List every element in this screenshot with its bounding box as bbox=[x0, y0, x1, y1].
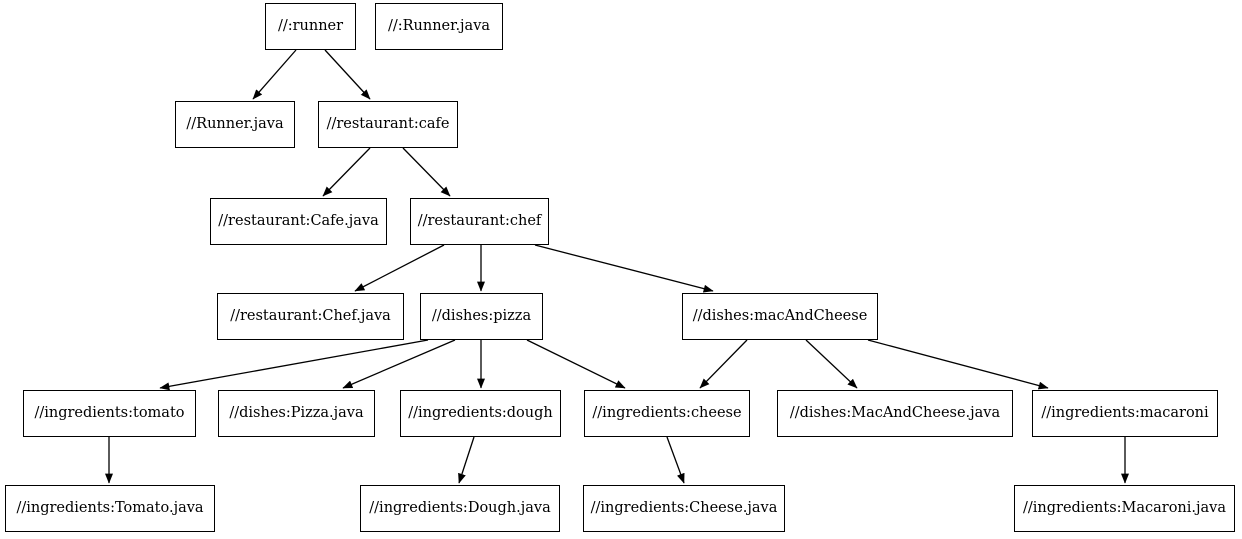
graph-node-label: //ingredients:dough bbox=[408, 405, 553, 422]
graph-node-label: //ingredients:Macaroni.java bbox=[1022, 500, 1226, 517]
graph-node-ingredients_tomato_java[interactable]: //ingredients:Tomato.java bbox=[5, 485, 215, 532]
graph-node-label: //ingredients:Cheese.java bbox=[590, 500, 778, 517]
graph-node-runner[interactable]: //:runner bbox=[265, 3, 356, 50]
graph-node-label: //restaurant:Cafe.java bbox=[218, 213, 379, 230]
graph-node-label: //dishes:macAndCheese bbox=[692, 308, 868, 325]
graph-node-dishes_macandcheese[interactable]: //dishes:macAndCheese bbox=[682, 293, 878, 340]
graph-node-label: //restaurant:cafe bbox=[326, 116, 450, 133]
graph-node-label: //ingredients:macaroni bbox=[1041, 405, 1209, 422]
graph-node-label: //ingredients:tomato bbox=[34, 405, 185, 422]
graph-node-ingredients_cheese[interactable]: //ingredients:cheese bbox=[584, 390, 750, 437]
graph-node-ingredients_dough[interactable]: //ingredients:dough bbox=[400, 390, 561, 437]
graph-node-label: //ingredients:Dough.java bbox=[369, 500, 551, 517]
graph-node-ingredients_dough_java[interactable]: //ingredients:Dough.java bbox=[360, 485, 560, 532]
graph-node-label: //:Runner.java bbox=[387, 18, 491, 35]
graph-node-label: //Runner.java bbox=[186, 116, 284, 133]
graph-node-label: //restaurant:chef bbox=[417, 213, 542, 230]
graph-node-label: //:runner bbox=[277, 18, 344, 35]
graph-node-label: //dishes:Pizza.java bbox=[229, 405, 364, 422]
graph-node-restaurant_cafe_java[interactable]: //restaurant:Cafe.java bbox=[210, 198, 387, 245]
graph-node-label: //ingredients:Tomato.java bbox=[16, 500, 204, 517]
graph-node-restaurant_chef_java[interactable]: //restaurant:Chef.java bbox=[217, 293, 404, 340]
graph-node-label: //dishes:pizza bbox=[431, 308, 532, 325]
graph-node-restaurant_chef[interactable]: //restaurant:chef bbox=[410, 198, 549, 245]
graph-node-ingredients_macaroni_java[interactable]: //ingredients:Macaroni.java bbox=[1014, 485, 1235, 532]
graph-node-dishes_pizza[interactable]: //dishes:pizza bbox=[420, 293, 543, 340]
graph-node-restaurant_cafe[interactable]: //restaurant:cafe bbox=[318, 101, 458, 148]
graph-node-ingredients_tomato[interactable]: //ingredients:tomato bbox=[23, 390, 196, 437]
graph-node-ingredients_cheese_java[interactable]: //ingredients:Cheese.java bbox=[583, 485, 785, 532]
graph-node-label: //restaurant:Chef.java bbox=[230, 308, 391, 325]
graph-node-dishes_macandcheese_java[interactable]: //dishes:MacAndCheese.java bbox=[777, 390, 1013, 437]
graph-node-ingredients_macaroni[interactable]: //ingredients:macaroni bbox=[1032, 390, 1218, 437]
graph-node-runner_java_root[interactable]: //:Runner.java bbox=[375, 3, 503, 50]
graph-node-label: //dishes:MacAndCheese.java bbox=[789, 405, 1001, 422]
graph-node-dishes_pizza_java[interactable]: //dishes:Pizza.java bbox=[218, 390, 375, 437]
graph-node-label: //ingredients:cheese bbox=[592, 405, 742, 422]
graph-node-runner_java[interactable]: //Runner.java bbox=[175, 101, 295, 148]
